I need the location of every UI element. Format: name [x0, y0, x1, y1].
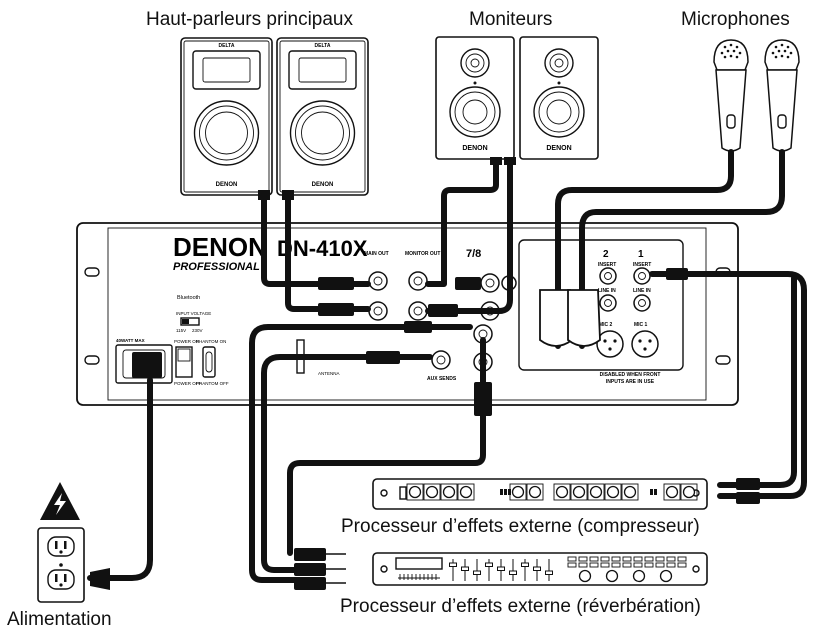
main-speaker-left: DELTA DENON: [180, 37, 273, 196]
cable-mic-right: [579, 149, 785, 349]
cable-aux-send2: [261, 354, 433, 573]
cable-aux-send1: [287, 337, 486, 556]
speaker-badge: DELTA: [219, 43, 235, 49]
microphone-right: [764, 39, 800, 152]
ch1-label: 1: [638, 249, 644, 260]
main-speakers-label: Haut-parleurs principaux: [146, 9, 353, 30]
monitor-out-l-jack: [408, 271, 428, 291]
power-on-label: POWER ON: [174, 339, 199, 344]
mixer-panel: DENON PROFESSIONAL DN-410X Bluetooth INP…: [76, 222, 739, 406]
cable-main-r: [285, 195, 371, 312]
cable-insert-b: [717, 275, 797, 488]
cables: [87, 149, 807, 590]
monitor-left: DENON: [435, 36, 515, 160]
ch2-line-in-label: LINE IN: [598, 288, 616, 294]
cable-monitor-l: [425, 159, 499, 287]
cable-power: [87, 377, 153, 581]
fx-compressor-label: Processeur d’effets externe (compresseur…: [341, 516, 700, 537]
mic1-xlr-jack: [631, 330, 659, 358]
monitor-brand: DENON: [546, 145, 571, 152]
mixer-model: DN-410X: [277, 236, 368, 261]
microphones-label: Microphones: [681, 9, 790, 30]
main-out-r-jack: [368, 301, 388, 321]
power-outlet: [37, 482, 85, 603]
mic2-xlr-jack: [596, 330, 624, 358]
microphone-left: [713, 39, 749, 152]
monitor-out-r-jack: [408, 301, 428, 321]
monitor-brand: DENON: [462, 145, 487, 152]
monitor-right: DENON: [519, 36, 599, 160]
main-out-l-jack: [368, 271, 388, 291]
ch2-line-in-jack: [599, 294, 617, 312]
mic2-label: MIC 2: [599, 322, 613, 328]
ch78-l-jack: [480, 273, 500, 293]
ch2-label: 2: [603, 249, 609, 260]
ch78-label: 7/8: [466, 248, 481, 260]
ch1-line-in-label: LINE IN: [633, 288, 651, 294]
speaker-badge: DELTA: [315, 43, 331, 49]
ch1-insert-jack: [633, 267, 651, 285]
cable-main-l: [261, 195, 371, 287]
main-out-label: MAIN OUT: [364, 251, 389, 257]
disabled-note-line2: INPUTS ARE IN USE: [606, 379, 655, 385]
mixer-brand: DENON: [173, 232, 267, 262]
ch1-line-in-jack: [633, 294, 651, 312]
cable-insert-a: [649, 271, 807, 499]
power-inlet: [115, 344, 173, 384]
phantom-on-label: PHANTOM ON: [196, 339, 226, 344]
volt-230-label: 230V: [192, 328, 203, 333]
volt-115-label: 115V: [176, 328, 186, 333]
monitors-label: Moniteurs: [469, 9, 553, 30]
power-label: Alimentation: [7, 609, 112, 630]
fx-reverb-label: Processeur d’effets externe (réverbérati…: [340, 596, 701, 617]
aux-send-2-jack: [431, 350, 451, 370]
mic1-label: MIC 1: [634, 322, 648, 328]
fx-reverb-unit: [372, 552, 708, 586]
power-rating-label: 40WATT MAX: [116, 338, 145, 343]
cable-monitor-r: [425, 159, 513, 314]
cable-aux-return: [249, 324, 473, 583]
fx-compressor-unit: [372, 478, 708, 510]
ch2-insert-jack: [599, 267, 617, 285]
cable-mic-left: [555, 149, 734, 349]
main-speaker-right: DELTA DENON: [276, 37, 369, 196]
phantom-off-label: PHANTOM OFF: [196, 381, 229, 386]
speaker-brand: DENON: [216, 182, 238, 188]
antenna-label: ANTENNA: [318, 371, 340, 376]
aux-sends-label: AUX SENDS: [427, 376, 457, 382]
bluetooth-label: Bluetooth: [177, 295, 200, 301]
power-off-label: POWER OFF: [174, 381, 201, 386]
power-switch: [175, 346, 193, 378]
speaker-brand: DENON: [312, 182, 334, 188]
phantom-switch: [202, 346, 216, 378]
input-voltage-label: INPUT VOLTAGE: [176, 311, 211, 316]
mixer-brand-sub: PROFESSIONAL: [173, 261, 260, 273]
disabled-note-line1: DISABLED WHEN FRONT: [600, 372, 661, 378]
ch2-insert-label: INSERT: [598, 262, 616, 268]
ch1-insert-label: INSERT: [633, 262, 651, 268]
monitor-out-label: MONITOR OUT: [405, 251, 440, 257]
